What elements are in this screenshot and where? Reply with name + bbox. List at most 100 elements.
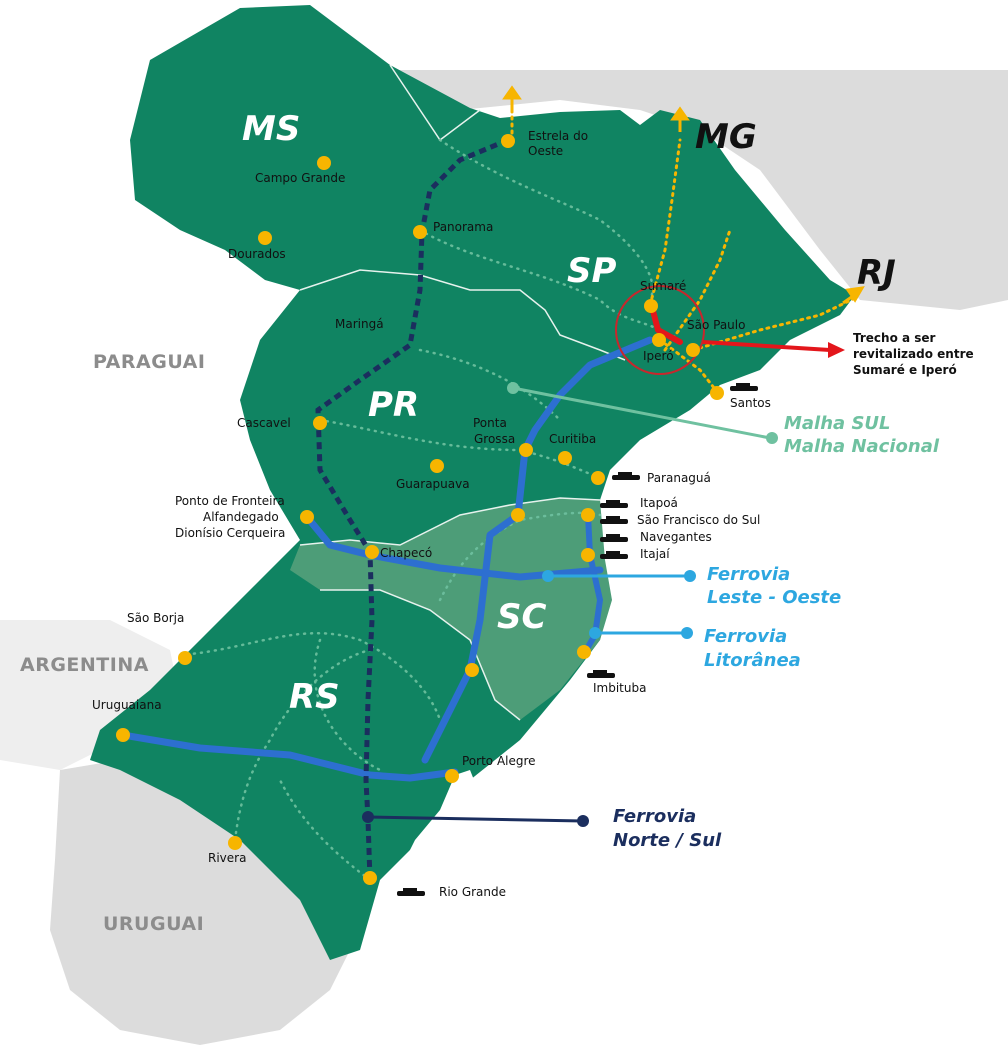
dot-chapeco bbox=[365, 545, 379, 559]
port-icon-imbituba bbox=[587, 670, 615, 678]
dot-lages bbox=[465, 663, 479, 677]
city-label-sao-francisco: São Francisco do Sul bbox=[637, 513, 760, 527]
highlight-circle bbox=[615, 285, 705, 375]
dot-panorama bbox=[413, 225, 427, 239]
port-icons bbox=[397, 383, 758, 896]
city-label-dourados: Dourados bbox=[228, 247, 286, 261]
legend-malha-nacional: Malha Nacional bbox=[784, 436, 940, 457]
country-label-argentina: ARGENTINA bbox=[20, 654, 149, 676]
dot-curitiba bbox=[558, 451, 572, 465]
uruguay-region bbox=[50, 760, 360, 1045]
city-label-cascavel: Cascavel bbox=[237, 416, 291, 430]
dot-imbituba bbox=[577, 645, 591, 659]
country-label-paraguai: PARAGUAI bbox=[93, 351, 205, 373]
legend-litoranea-1: Ferrovia bbox=[704, 626, 787, 647]
city-label-paranagua: Paranaguá bbox=[647, 471, 711, 485]
dot-uruguaiana bbox=[116, 728, 130, 742]
country-label-uruguai: URUGUAI bbox=[103, 913, 204, 935]
port-icon-itajai bbox=[600, 551, 628, 559]
ferrovia-litoranea bbox=[582, 512, 604, 655]
dot-cascavel bbox=[313, 416, 327, 430]
city-label-imbituba: Imbituba bbox=[593, 681, 646, 695]
dot-ponto-fronteira bbox=[300, 510, 314, 524]
dot-rio-grande bbox=[363, 871, 377, 885]
city-label-ponto-3: Dionísio Cerqueira bbox=[175, 526, 285, 540]
state-label-mg: MG bbox=[695, 117, 757, 157]
dot-campo-grande bbox=[317, 156, 331, 170]
city-label-estrela-1: Estrela do bbox=[528, 129, 588, 143]
city-label-ponto-2: Alfandegado bbox=[203, 510, 279, 524]
annotation-line-2: revitalizado entre bbox=[853, 347, 974, 361]
legend-norte-sul-2: Norte / Sul bbox=[613, 830, 722, 851]
land-mass bbox=[90, 5, 855, 960]
port-icon-navegantes bbox=[600, 534, 628, 542]
dot-ipero bbox=[652, 333, 666, 347]
minas-gerais-region bbox=[372, 70, 1008, 310]
revitalize-segment bbox=[649, 304, 683, 345]
city-label-navegantes: Navegantes bbox=[640, 530, 712, 544]
city-label-rio-grande: Rio Grande bbox=[439, 885, 506, 899]
dot-santos bbox=[710, 386, 724, 400]
legend-connectors bbox=[362, 382, 778, 827]
port-icon-santos bbox=[730, 383, 758, 391]
annotation-line-1: Trecho a ser bbox=[853, 331, 936, 345]
dot-ponta-grossa bbox=[519, 443, 533, 457]
dot-sao-francisco bbox=[581, 508, 595, 522]
dot-porto-alegre bbox=[445, 769, 459, 783]
city-label-itapoa: Itapoá bbox=[640, 496, 678, 510]
dot-sao-paulo bbox=[686, 343, 700, 357]
state-label-pr: PR bbox=[368, 385, 419, 425]
port-icon-sao-francisco bbox=[600, 516, 628, 524]
port-icon-itapoa bbox=[600, 500, 628, 508]
city-label-ponta-grossa-1: Ponta bbox=[473, 416, 507, 430]
state-label-rs: RS bbox=[289, 677, 340, 717]
legend-leste-oeste-1: Ferrovia bbox=[707, 564, 790, 585]
argentina-region bbox=[0, 620, 180, 770]
dot-guarapuava bbox=[430, 459, 444, 473]
city-label-sao-borja: São Borja bbox=[127, 611, 184, 625]
dot-dourados bbox=[258, 231, 272, 245]
city-label-estrela-2: Oeste bbox=[528, 144, 563, 158]
revitalize-pointer-line bbox=[702, 340, 831, 352]
state-label-sc: SC bbox=[497, 597, 546, 637]
city-label-sao-paulo: São Paulo bbox=[687, 318, 745, 332]
dot-estrela bbox=[501, 134, 515, 148]
port-icon-rio-grande bbox=[397, 888, 425, 896]
legend-leste-oeste-2: Leste - Oeste bbox=[707, 587, 841, 608]
legend-malha-sul: Malha SUL bbox=[784, 413, 891, 434]
city-label-campo-grande: Campo Grande bbox=[255, 171, 345, 185]
city-label-santos: Santos bbox=[730, 396, 771, 410]
city-label-curitiba: Curitiba bbox=[549, 432, 596, 446]
state-label-ms: MS bbox=[242, 109, 300, 149]
city-label-maringa: Maringá bbox=[335, 317, 384, 331]
dot-uniao bbox=[511, 508, 525, 522]
direction-arrows bbox=[502, 85, 865, 305]
existing-connections bbox=[510, 98, 857, 395]
dot-itajai bbox=[581, 548, 595, 562]
dot-sumare bbox=[644, 299, 658, 313]
city-label-ipero: Iperó bbox=[643, 349, 674, 363]
annotation-line-3: Sumaré e Iperó bbox=[853, 363, 957, 377]
city-label-ponta-grossa-2: Grossa bbox=[474, 432, 515, 446]
city-label-rivera: Rivera bbox=[208, 851, 246, 865]
dot-paranagua bbox=[591, 471, 605, 485]
city-label-guarapuava: Guarapuava bbox=[396, 477, 470, 491]
city-label-chapeco: Chapecó bbox=[380, 546, 432, 560]
city-dots bbox=[116, 134, 724, 885]
city-label-ponto-1: Ponto de Fronteira bbox=[175, 494, 285, 508]
city-label-uruguaiana: Uruguaiana bbox=[92, 698, 162, 712]
lagoa-dos-patos bbox=[395, 770, 478, 895]
city-label-panorama: Panorama bbox=[433, 220, 493, 234]
legend-litoranea-2: Litorânea bbox=[704, 650, 801, 671]
legend-norte-sul-1: Ferrovia bbox=[613, 806, 696, 827]
ferrovia-leste-oeste bbox=[119, 336, 654, 782]
city-label-sumare: Sumaré bbox=[640, 279, 686, 293]
dot-sao-borja bbox=[178, 651, 192, 665]
state-label-rj: RJ bbox=[857, 253, 896, 293]
state-label-sp: SP bbox=[567, 251, 616, 291]
city-label-itajai: Itajaí bbox=[640, 547, 670, 561]
port-icon-paranagua bbox=[612, 472, 640, 480]
city-label-porto-alegre: Porto Alegre bbox=[462, 754, 536, 768]
dot-rivera bbox=[228, 836, 242, 850]
